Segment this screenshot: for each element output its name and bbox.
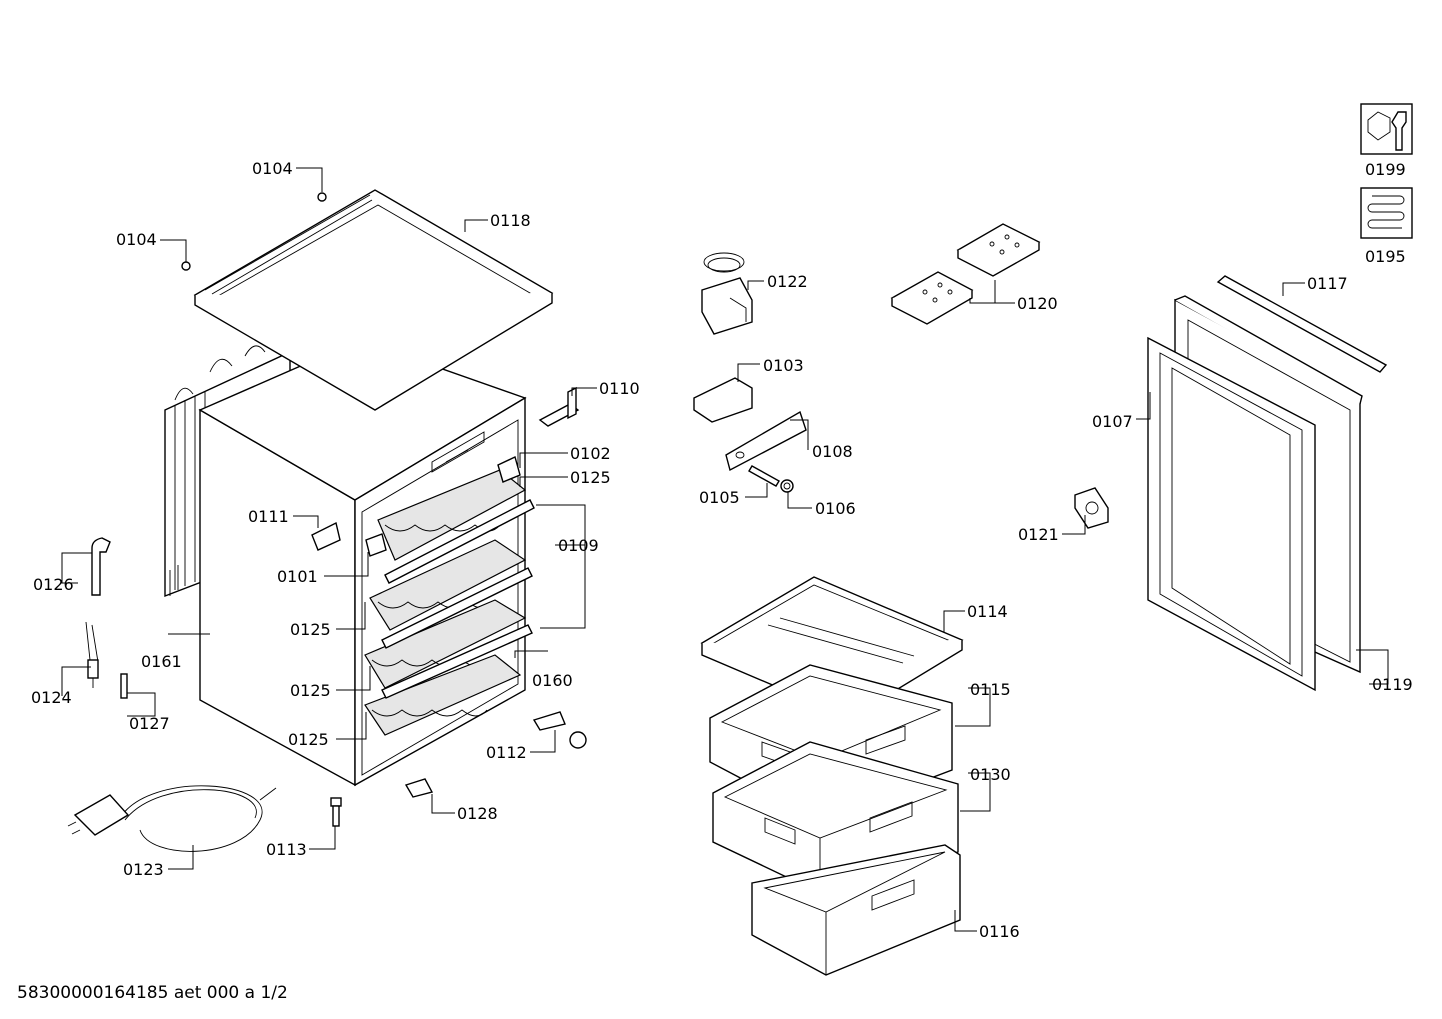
thermostat-0122 — [701, 252, 753, 335]
power-cord-0123 — [67, 785, 277, 852]
label-0108: 0108 — [812, 442, 853, 461]
label-0124: 0124 — [31, 688, 72, 707]
door-frame — [1147, 295, 1363, 692]
label-0106: 0106 — [815, 499, 856, 518]
top-cover — [193, 189, 554, 411]
label-0107: 0107 — [1092, 412, 1133, 431]
label-0125-third: 0125 — [290, 681, 331, 700]
label-0161: 0161 — [141, 652, 182, 671]
bracket-0111 — [311, 521, 341, 551]
screw-0105 — [748, 465, 780, 487]
label-0104-left: 0104 — [116, 230, 157, 249]
cold-packs-0120 — [890, 223, 1041, 325]
label-0121: 0121 — [1018, 525, 1059, 544]
control-housing-0103 — [693, 377, 753, 423]
label-0199: 0199 — [1365, 160, 1406, 179]
wrench-hex-icon — [1360, 103, 1413, 155]
label-0119: 0119 — [1372, 675, 1413, 694]
label-0130: 0130 — [970, 765, 1011, 784]
label-0125-bottom: 0125 — [288, 730, 329, 749]
label-0101: 0101 — [277, 567, 318, 586]
label-0111: 0111 — [248, 507, 289, 526]
heating-coil-icon — [1360, 187, 1413, 239]
label-0195: 0195 — [1365, 247, 1406, 266]
label-0112: 0112 — [486, 743, 527, 762]
label-0115: 0115 — [970, 680, 1011, 699]
screw-0104 — [181, 192, 327, 271]
sensor-0124 — [85, 621, 99, 688]
label-0125-second: 0125 — [290, 620, 331, 639]
hinge-0110 — [538, 386, 580, 427]
label-0110: 0110 — [599, 379, 640, 398]
label-0123: 0123 — [123, 860, 164, 879]
hinge-0121 — [1074, 487, 1109, 529]
label-0105: 0105 — [699, 488, 740, 507]
foot-0112 — [532, 711, 587, 749]
leader-lines — [61, 167, 1389, 932]
document-footer: 58300000164185 aet 000 a 1/2 — [17, 983, 288, 1003]
label-0104-top: 0104 — [252, 159, 293, 178]
label-0122: 0122 — [767, 272, 808, 291]
label-0102: 0102 — [570, 444, 611, 463]
elbow-0126 — [91, 537, 111, 596]
drawer-0116 — [751, 844, 961, 976]
label-0160: 0160 — [532, 671, 573, 690]
knob-0106 — [780, 479, 794, 493]
label-0125-top: 0125 — [570, 468, 611, 487]
label-0113: 0113 — [266, 840, 307, 859]
control-panel-0108 — [725, 410, 807, 472]
pin-0127 — [120, 673, 128, 699]
bracket-0102 — [497, 456, 521, 483]
part-labels: 0104 0104 0118 0122 0120 0199 0195 0117 … — [31, 159, 1413, 941]
label-0116: 0116 — [979, 922, 1020, 941]
screw-0113 — [330, 797, 342, 827]
wine-racks — [364, 469, 535, 736]
clip-0128 — [404, 778, 434, 798]
latch-0101 — [365, 533, 387, 557]
door-trim-0117 — [1216, 275, 1388, 373]
label-0118: 0118 — [490, 211, 531, 230]
label-0117: 0117 — [1307, 274, 1348, 293]
label-0103: 0103 — [763, 356, 804, 375]
label-0128: 0128 — [457, 804, 498, 823]
label-0120: 0120 — [1017, 294, 1058, 313]
label-0127: 0127 — [129, 714, 170, 733]
label-0109: 0109 — [558, 536, 599, 555]
label-0126: 0126 — [33, 575, 74, 594]
label-0114: 0114 — [967, 602, 1008, 621]
